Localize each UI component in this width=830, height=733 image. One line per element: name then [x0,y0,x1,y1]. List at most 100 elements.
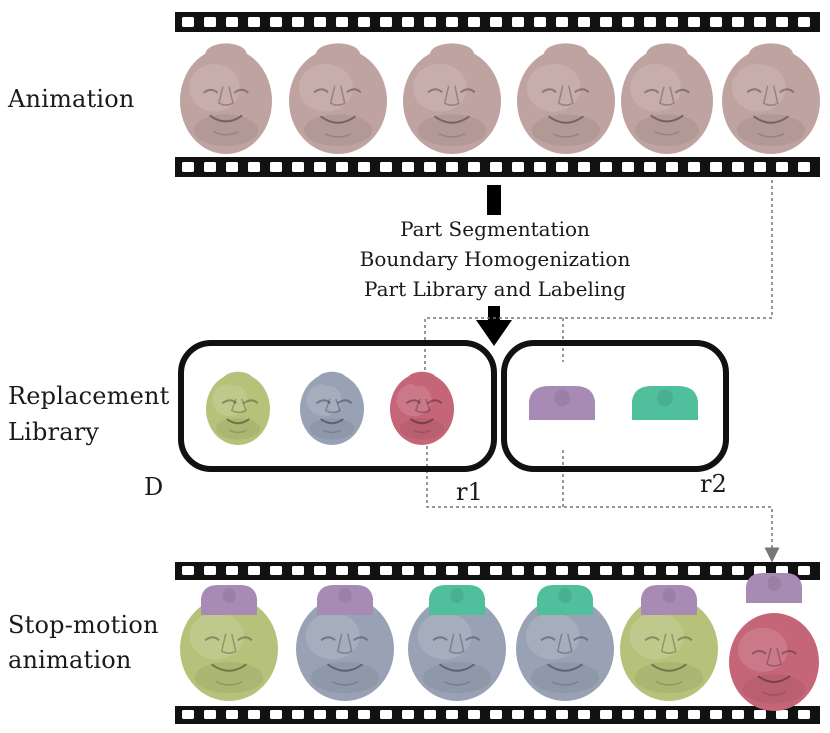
purple-cap [746,573,802,603]
sprocket-hole [402,162,414,172]
replacement-label-line2: Library [8,418,100,446]
sprocket-hole [644,566,656,575]
sprocket-hole [402,17,414,27]
green-face [180,597,278,701]
sprocket-hole [644,710,656,719]
sprocket-hole [446,17,458,27]
blue-face [408,597,506,701]
blue-face [516,597,614,701]
sprocket-hole [314,17,326,27]
animation-face [621,43,713,154]
sprocket-hole [358,17,370,27]
sprocket-hole [710,162,722,172]
teal-cap [537,585,593,615]
sprocket-hole [336,162,348,172]
purple-cap [201,585,257,615]
sprocket-hole [336,566,348,575]
animation-face [517,43,615,154]
sprocket-hole [402,566,414,575]
sprocket-hole [336,17,348,27]
sprocket-hole [578,566,590,575]
sprocket-hole [798,566,810,575]
sprocket-hole [600,162,612,172]
sprocket-hole [314,710,326,719]
sprocket-hole [292,710,304,719]
sprocket-hole [424,566,436,575]
sprocket-hole [776,162,788,172]
sprocket-hole [314,566,326,575]
sprocket-hole [380,710,392,719]
sprocket-hole [644,162,656,172]
blue-face [300,371,364,445]
animation-face [180,43,272,154]
sprocket-hole [732,17,744,27]
sprocket-hole [204,710,216,719]
purple-cap [529,386,595,420]
pipeline-arrow-head [476,320,512,346]
sprocket-hole [512,566,524,575]
sprocket-hole [292,17,304,27]
sprocket-hole [556,710,568,719]
sprocket-hole [556,17,568,27]
sprocket-hole [666,566,678,575]
sprocket-hole [512,17,524,27]
library-box-r2 [501,340,729,472]
library-r2-label: r2 [700,470,728,498]
animation-face [722,43,820,154]
library-d-label: D [144,473,164,501]
teal-cap [632,386,698,420]
pipeline-arrow-shaft-upper [487,185,501,215]
sprocket-hole [248,162,260,172]
top-film-strip [175,12,820,177]
replacement-label-line1: Replacement [8,382,170,410]
sprocket-hole [358,566,370,575]
sprocket-hole [314,162,326,172]
sprocket-hole [468,566,480,575]
sprocket-hole [490,710,502,719]
sprocket-hole [688,17,700,27]
sprocket-hole [226,710,238,719]
sprocket-hole [226,17,238,27]
sprocket-hole [644,17,656,27]
sprocket-hole [622,566,634,575]
sprocket-hole [534,566,546,575]
sprocket-hole [578,162,590,172]
sprocket-hole [556,162,568,172]
sprocket-hole [468,710,480,719]
pipeline-steps: Part Segmentation Boundary Homogenizatio… [335,214,655,304]
sprocket-hole [336,710,348,719]
sprocket-hole [534,710,546,719]
sprocket-hole [798,17,810,27]
sprocket-hole [798,162,810,172]
sprocket-holes [182,566,810,719]
sprocket-hole [446,566,458,575]
sprocket-hole [358,710,370,719]
sprocket-hole [600,710,612,719]
sprocket-hole [468,162,480,172]
sprocket-hole [666,17,678,27]
sprocket-hole [556,566,568,575]
sprocket-hole [248,17,260,27]
sprocket-hole [622,710,634,719]
bottom-film-strip [175,562,820,724]
stop-motion-faces [180,573,819,711]
sprocket-hole [292,566,304,575]
library-items [206,371,698,445]
step-part-library: Part Library and Labeling [364,277,626,301]
sprocket-hole [710,710,722,719]
sprocket-hole [666,162,678,172]
sprocket-hole [424,710,436,719]
sprocket-hole [732,162,744,172]
sprocket-hole [534,162,546,172]
pipeline-arrow-shaft-lower [488,306,500,322]
animation-face [403,43,501,154]
sprocket-hole [226,162,238,172]
sprocket-hole [446,710,458,719]
sprocket-hole [270,162,282,172]
sprocket-hole [512,710,524,719]
sprocket-holes [182,17,810,172]
sprocket-hole [798,710,810,719]
sprocket-hole [622,162,634,172]
sprocket-hole [490,566,502,575]
library-box-d [178,340,497,472]
